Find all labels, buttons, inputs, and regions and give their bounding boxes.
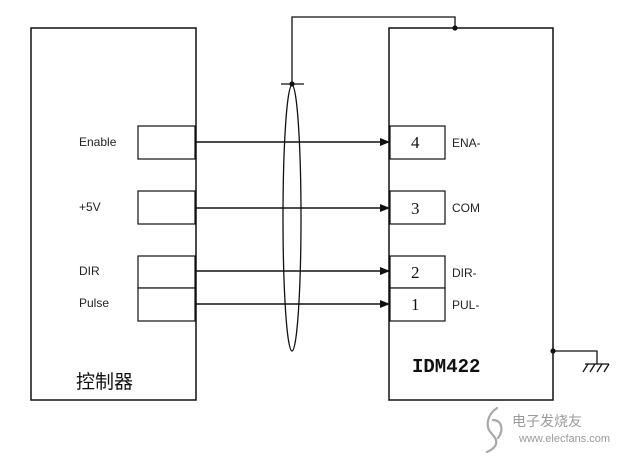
pin-box-3: [389, 190, 446, 225]
pin-number-2: 2: [411, 263, 420, 282]
driver-top-junction-dot: [452, 25, 458, 31]
shield-drain-wire: [291, 16, 456, 84]
signal-label-pulse: Pulse: [79, 296, 109, 310]
terminal-pulse: [137, 287, 196, 322]
pin-name-2: DIR-: [452, 266, 477, 280]
pin-box-4: [389, 125, 446, 160]
controller-box: [30, 27, 197, 401]
pin-name-4: ENA-: [452, 136, 481, 150]
watermark-logo-icon: [485, 406, 503, 454]
controller-title: 控制器: [76, 371, 133, 393]
watermark-text: 电子发烧友: [512, 414, 582, 430]
pin-number-4: 4: [411, 133, 420, 152]
signal-label-5v: +5V: [79, 200, 101, 214]
terminal-5v: [137, 190, 196, 225]
pin-number-3: 3: [411, 199, 420, 218]
ground-junction-dot: [550, 348, 556, 354]
signal-label-dir: DIR: [79, 264, 100, 278]
pin-name-3: COM: [452, 201, 480, 215]
ground-wire: [553, 350, 598, 364]
ground-icon: [582, 363, 610, 373]
pin-number-1: 1: [411, 295, 420, 314]
shield-junction-dot: [289, 81, 295, 87]
watermark-url: www.elecfans.com: [518, 433, 610, 445]
terminal-dir: [137, 255, 196, 289]
pin-name-1: PUL-: [452, 298, 479, 312]
driver-box: [388, 27, 554, 401]
cable-shield: [282, 84, 302, 352]
pin-box-2: [389, 255, 446, 289]
signal-label-enable: Enable: [79, 135, 117, 149]
pin-box-1: [389, 287, 446, 322]
driver-title: IDM422: [412, 356, 480, 378]
terminal-enable: [137, 125, 196, 160]
